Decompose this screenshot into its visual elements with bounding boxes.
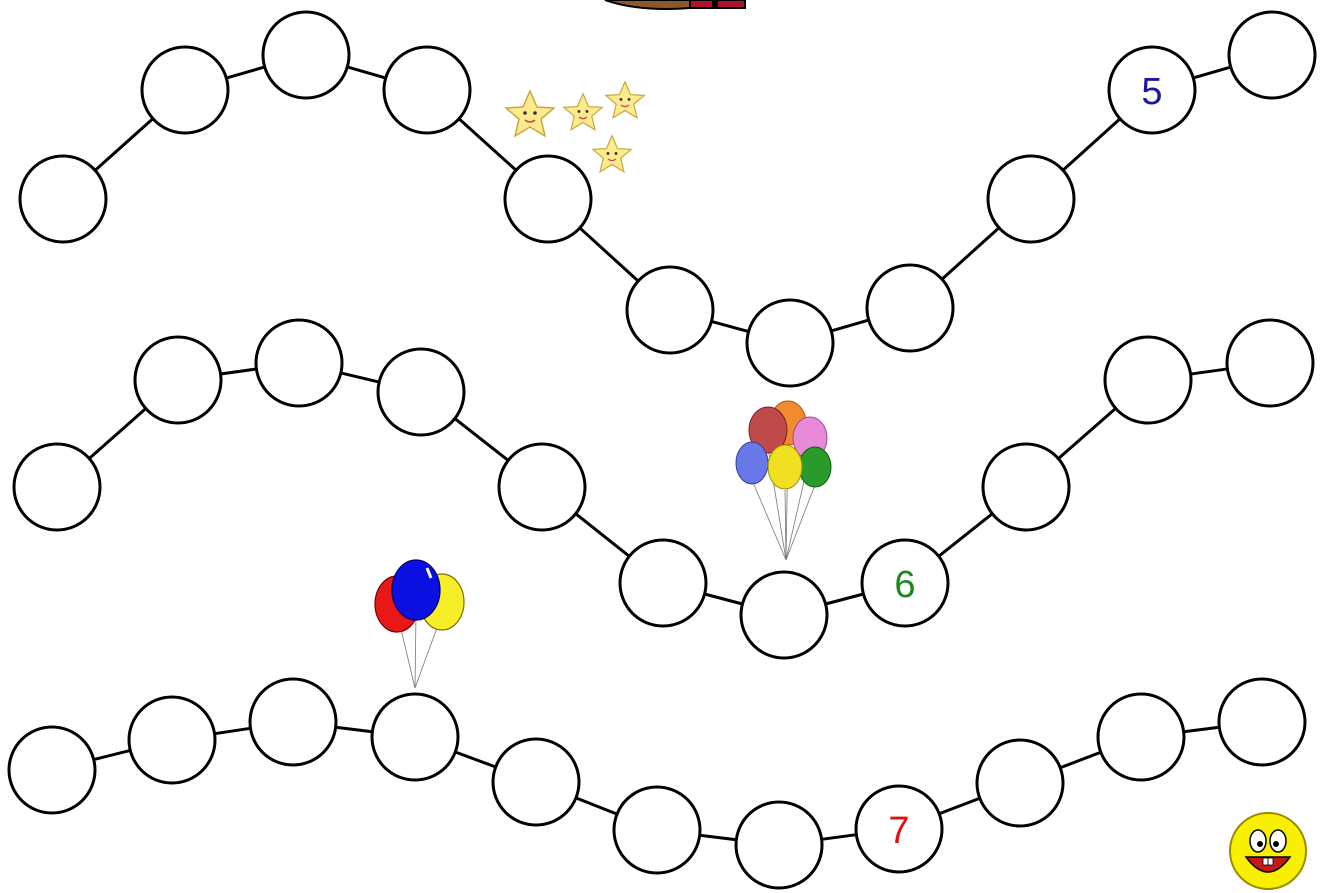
connector-line — [455, 752, 495, 767]
connector-line — [89, 408, 146, 458]
number-circle — [378, 349, 464, 435]
number-circle — [867, 265, 953, 351]
number-circle — [256, 320, 342, 406]
connector-line — [822, 835, 857, 840]
number-circle — [627, 267, 713, 353]
number-circle — [1227, 320, 1313, 406]
connector-line — [455, 419, 508, 461]
connector-line — [576, 514, 630, 557]
connector-line — [215, 728, 251, 733]
connector-line — [1063, 119, 1120, 170]
number-circle — [499, 444, 585, 530]
connector-line — [580, 228, 638, 281]
connector-line — [94, 750, 131, 759]
circle-row-2: 6 — [14, 320, 1313, 658]
circle-row-3: 7 — [9, 679, 1305, 888]
number-circle — [988, 156, 1074, 242]
connector-line — [939, 798, 980, 813]
circle-number-label: 6 — [894, 564, 915, 606]
connector-line — [1058, 408, 1115, 458]
connector-line — [226, 67, 264, 78]
number-circle — [741, 572, 827, 658]
star-icon — [606, 82, 644, 118]
balloon-trio-icon — [375, 560, 464, 688]
number-circle — [1098, 694, 1184, 780]
number-circle — [493, 739, 579, 825]
connector-line — [459, 119, 516, 170]
number-circle — [129, 697, 215, 783]
number-circle — [372, 694, 458, 780]
connector-line — [831, 320, 868, 331]
circle-row-1: 5 — [20, 12, 1315, 386]
connector-line — [221, 369, 257, 374]
connector-line — [336, 727, 373, 732]
connector-line — [1191, 369, 1228, 374]
number-circle — [9, 727, 95, 813]
smiley-face-icon — [1230, 813, 1306, 889]
connector-line — [700, 835, 737, 840]
connector-line — [1184, 727, 1220, 731]
connector-line — [711, 321, 748, 331]
connector-line — [341, 373, 379, 382]
star-stickers — [506, 82, 644, 172]
cropped-picture-fragment — [605, 0, 745, 9]
connector-line — [1193, 67, 1230, 78]
number-circle — [20, 156, 106, 242]
connector-line — [939, 514, 993, 557]
connector-line — [705, 594, 743, 604]
number-circle — [977, 740, 1063, 826]
connector-line — [347, 67, 385, 78]
number-circle — [1105, 337, 1191, 423]
circle-rows: 5 6 7 — [9, 12, 1315, 888]
number-circle — [14, 444, 100, 530]
connector-line — [826, 594, 864, 604]
number-circle — [505, 156, 591, 242]
number-circle — [620, 540, 706, 626]
number-circle — [135, 337, 221, 423]
star-icon — [564, 94, 602, 130]
number-circle — [736, 802, 822, 888]
circle-number-label: 5 — [1141, 71, 1162, 113]
connector-line — [1060, 752, 1101, 767]
connector-line — [576, 798, 617, 814]
circle-number-label: 7 — [888, 810, 909, 852]
number-circle — [1219, 679, 1305, 765]
connector-line — [95, 119, 153, 171]
connector-line — [942, 228, 999, 279]
star-icon — [506, 91, 554, 136]
number-circle — [1229, 12, 1315, 98]
balloon-bunch-icon — [736, 401, 831, 560]
number-circle — [142, 47, 228, 133]
number-circle — [384, 47, 470, 133]
number-circle — [263, 12, 349, 98]
number-circle — [983, 444, 1069, 530]
number-circle — [250, 679, 336, 765]
star-icon — [593, 136, 631, 172]
number-circle — [747, 300, 833, 386]
number-circle — [614, 787, 700, 873]
